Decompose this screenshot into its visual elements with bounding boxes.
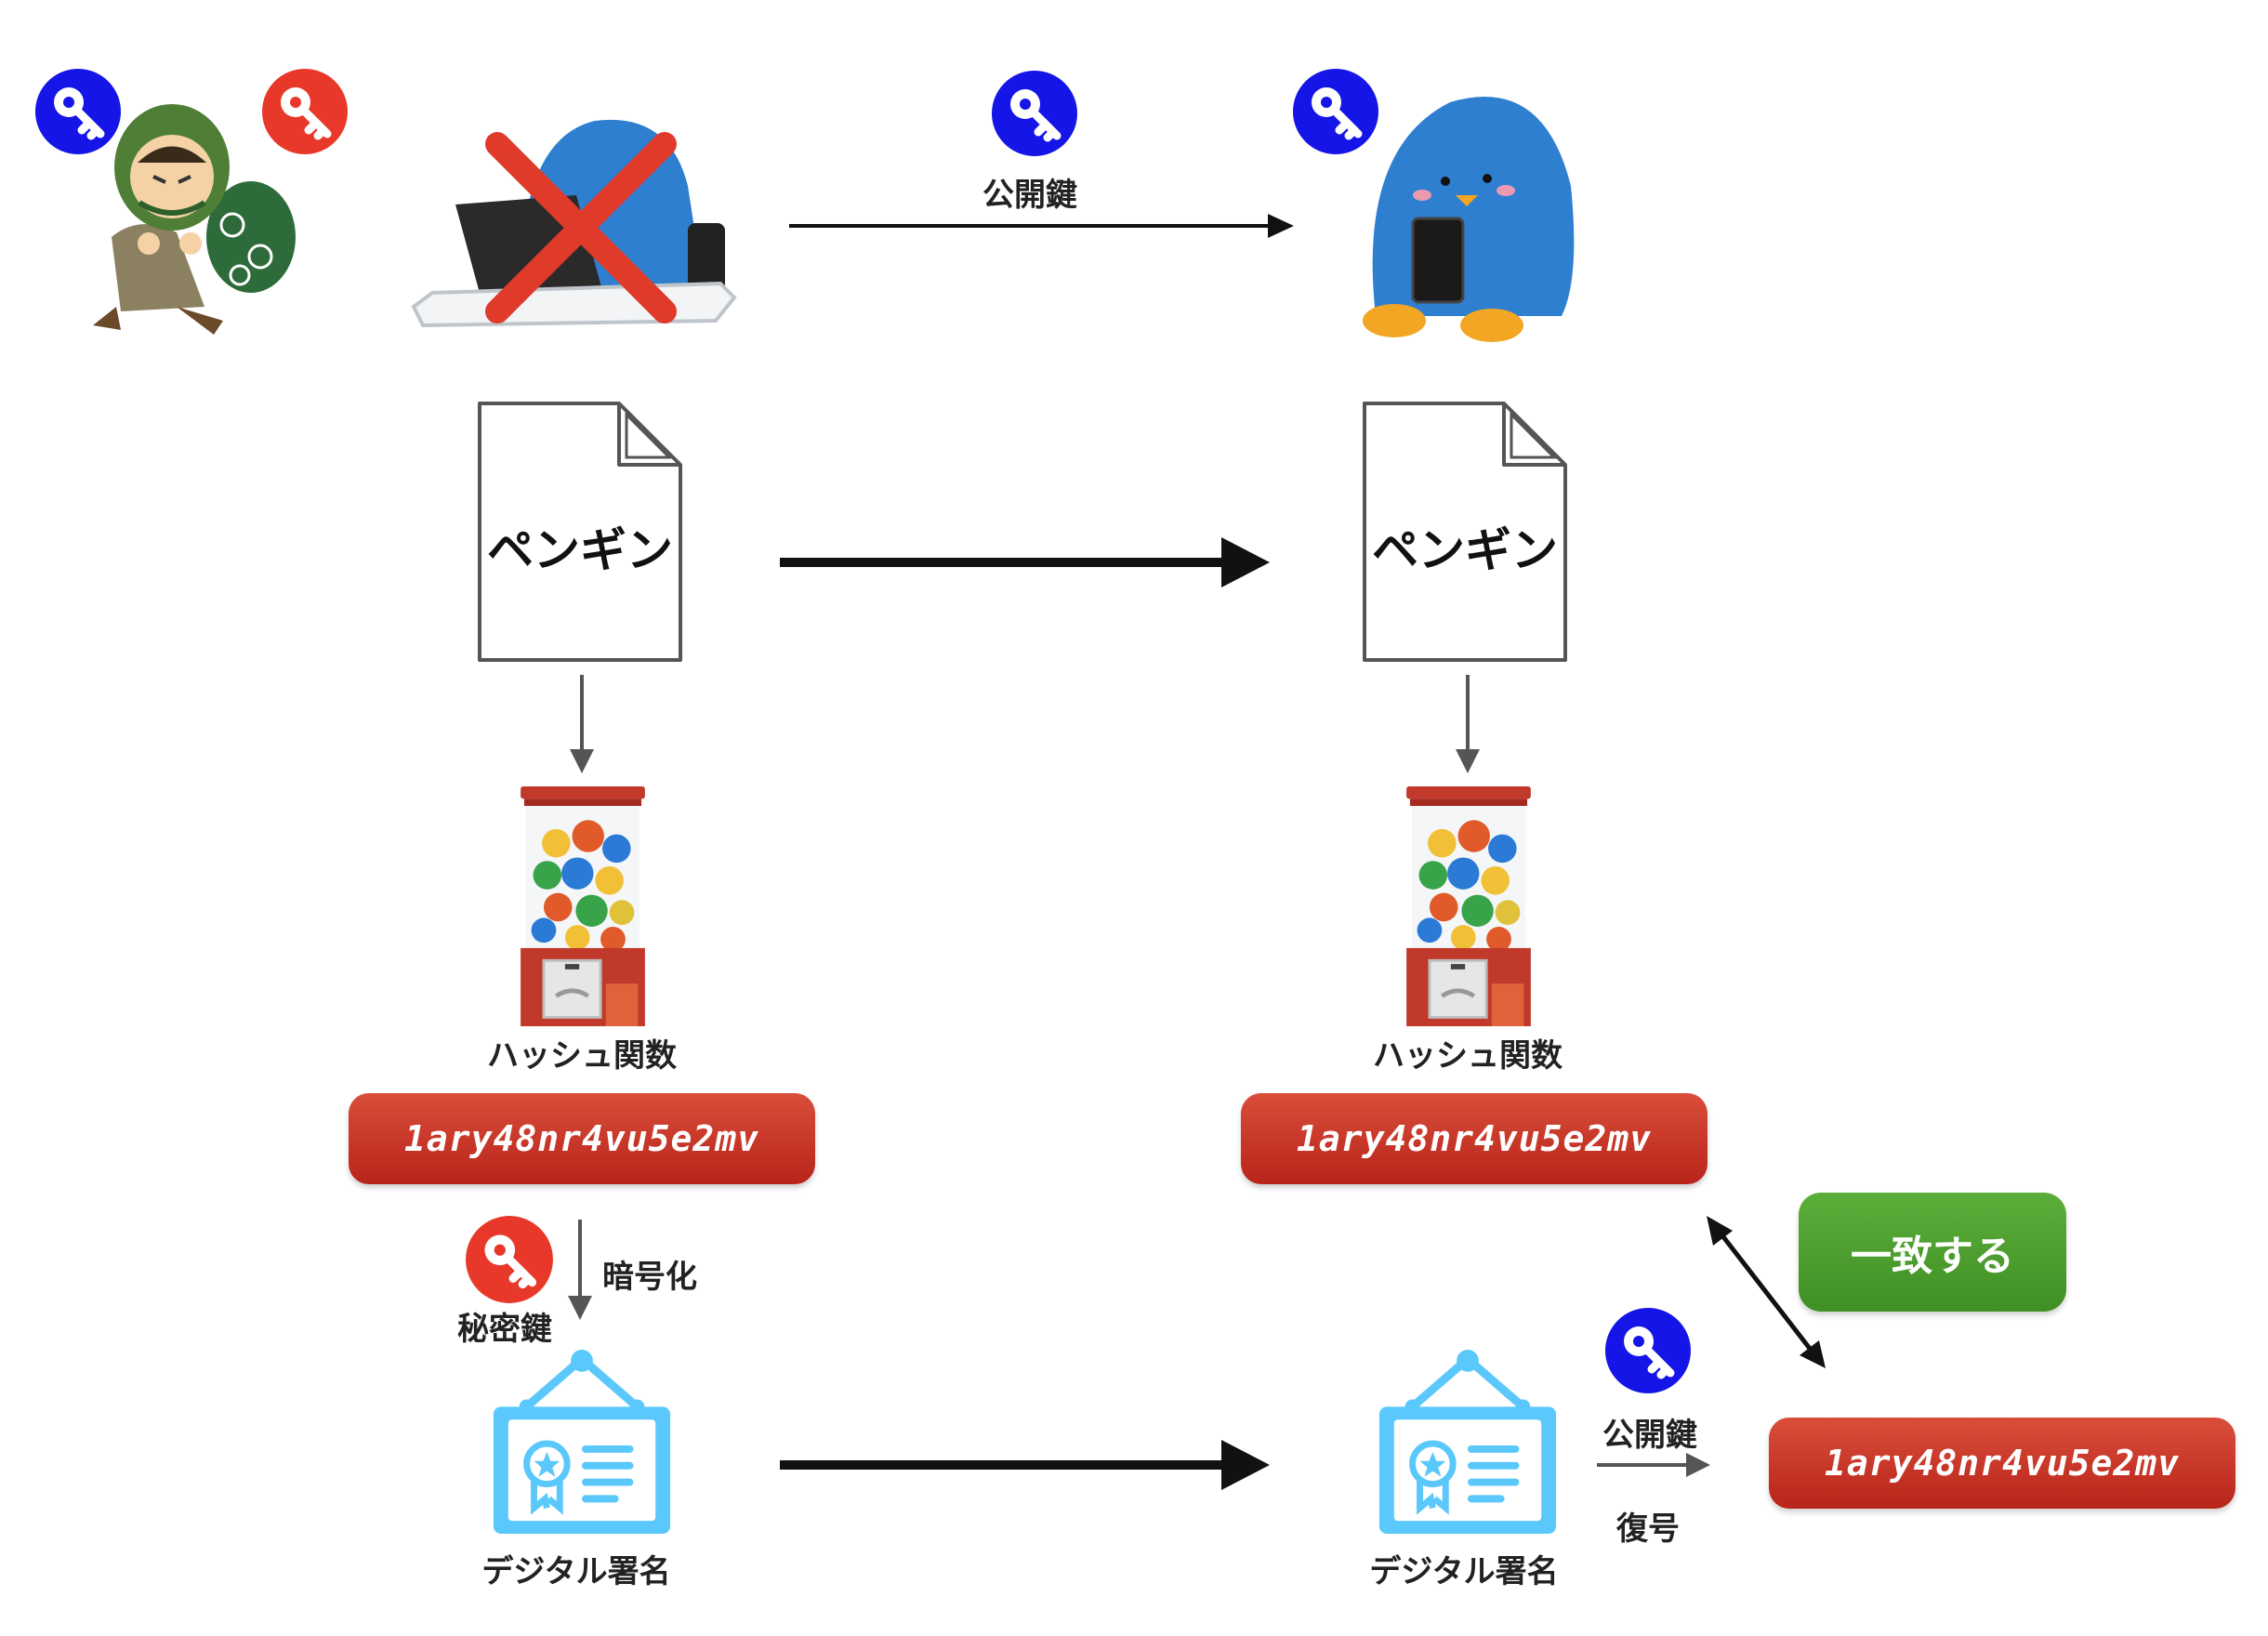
key-icon-blue [992,71,1077,156]
key-icon-blue [35,69,121,154]
public-key-label: 公開鍵 [982,177,1077,214]
document-title-right: ペンギン [1372,523,1558,577]
match-badge: 一致する [1799,1193,2066,1312]
penguin-phone-icon [1363,97,1575,342]
encrypt-arrow [568,1220,592,1320]
decrypt-arrow [1597,1453,1710,1477]
hash-input-arrow-left [570,675,594,773]
cross-icon [485,132,677,323]
signature-transfer-arrow [780,1440,1270,1490]
encrypt-label: 暗号化 [602,1259,697,1296]
key-icon-red [262,69,348,154]
hash-value-text: 1ary48nr4vu5e2mv [403,1118,760,1159]
decrypt-label: 復号 [1616,1511,1680,1548]
thief-icon [93,104,296,335]
key-icon-blue [1293,69,1378,154]
gumball-machine-icon [1406,786,1531,1026]
gumball-machine-icon [521,786,645,1026]
hash-value-text: 1ary48nr4vu5e2mv [1296,1118,1653,1159]
compare-double-arrow [1707,1216,1826,1368]
public-key-label-bottom: 公開鍵 [1602,1417,1697,1454]
hash-value-left: 1ary48nr4vu5e2mv [349,1093,815,1184]
certificate-icon [1379,1350,1556,1534]
hash-function-label-left: ハッシュ関数 [487,1037,677,1075]
hash-value-right: 1ary48nr4vu5e2mv [1241,1093,1708,1184]
hash-value-text: 1ary48nr4vu5e2mv [1824,1443,2181,1484]
public-key-transfer-arrow [789,214,1294,238]
signature-label-right: デジタル署名 [1369,1553,1559,1590]
hash-input-arrow-right [1456,675,1480,773]
private-key-label: 秘密鍵 [457,1311,552,1348]
match-label: 一致する [1851,1233,2014,1280]
document-title-left: ペンギン [487,523,673,577]
certificate-icon [494,1350,670,1534]
key-icon-red [466,1216,553,1303]
hash-function-label-right: ハッシュ関数 [1373,1037,1563,1075]
key-icon-blue [1605,1308,1691,1393]
signature-label-left: デジタル署名 [481,1553,671,1590]
hash-value-decrypted: 1ary48nr4vu5e2mv [1769,1418,2235,1509]
document-transfer-arrow [780,537,1270,587]
